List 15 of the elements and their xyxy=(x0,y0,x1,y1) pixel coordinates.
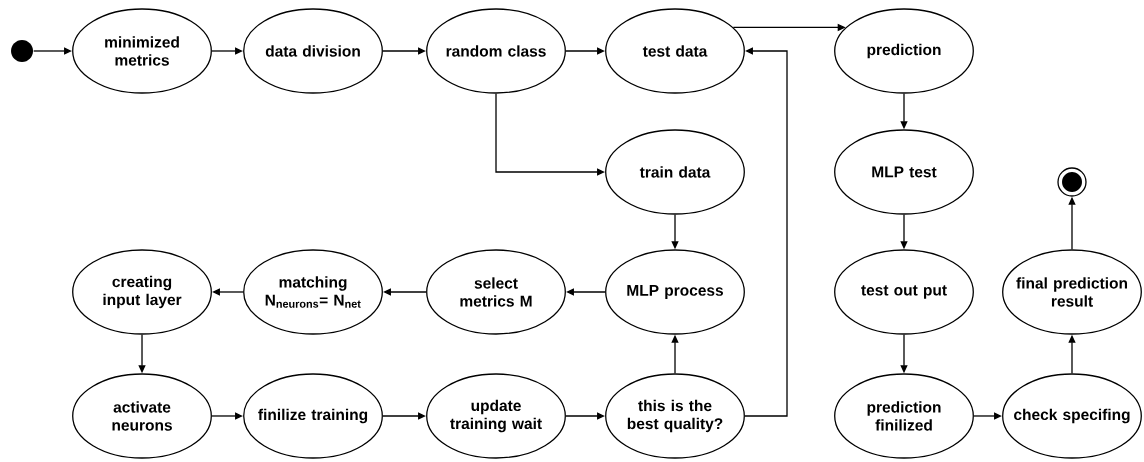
arrow xyxy=(565,47,605,55)
arrow xyxy=(382,47,426,55)
arrow xyxy=(495,93,605,176)
arrow xyxy=(382,412,426,420)
arrow xyxy=(566,288,606,296)
arrow xyxy=(212,288,244,296)
arrow xyxy=(744,47,788,417)
start-circle xyxy=(11,40,33,62)
arrow xyxy=(565,412,605,420)
arrow xyxy=(211,47,243,55)
arrow xyxy=(211,412,243,420)
arrow xyxy=(383,288,427,296)
arrow xyxy=(973,412,1002,420)
end-circle xyxy=(1057,167,1087,197)
arrow xyxy=(33,47,72,55)
